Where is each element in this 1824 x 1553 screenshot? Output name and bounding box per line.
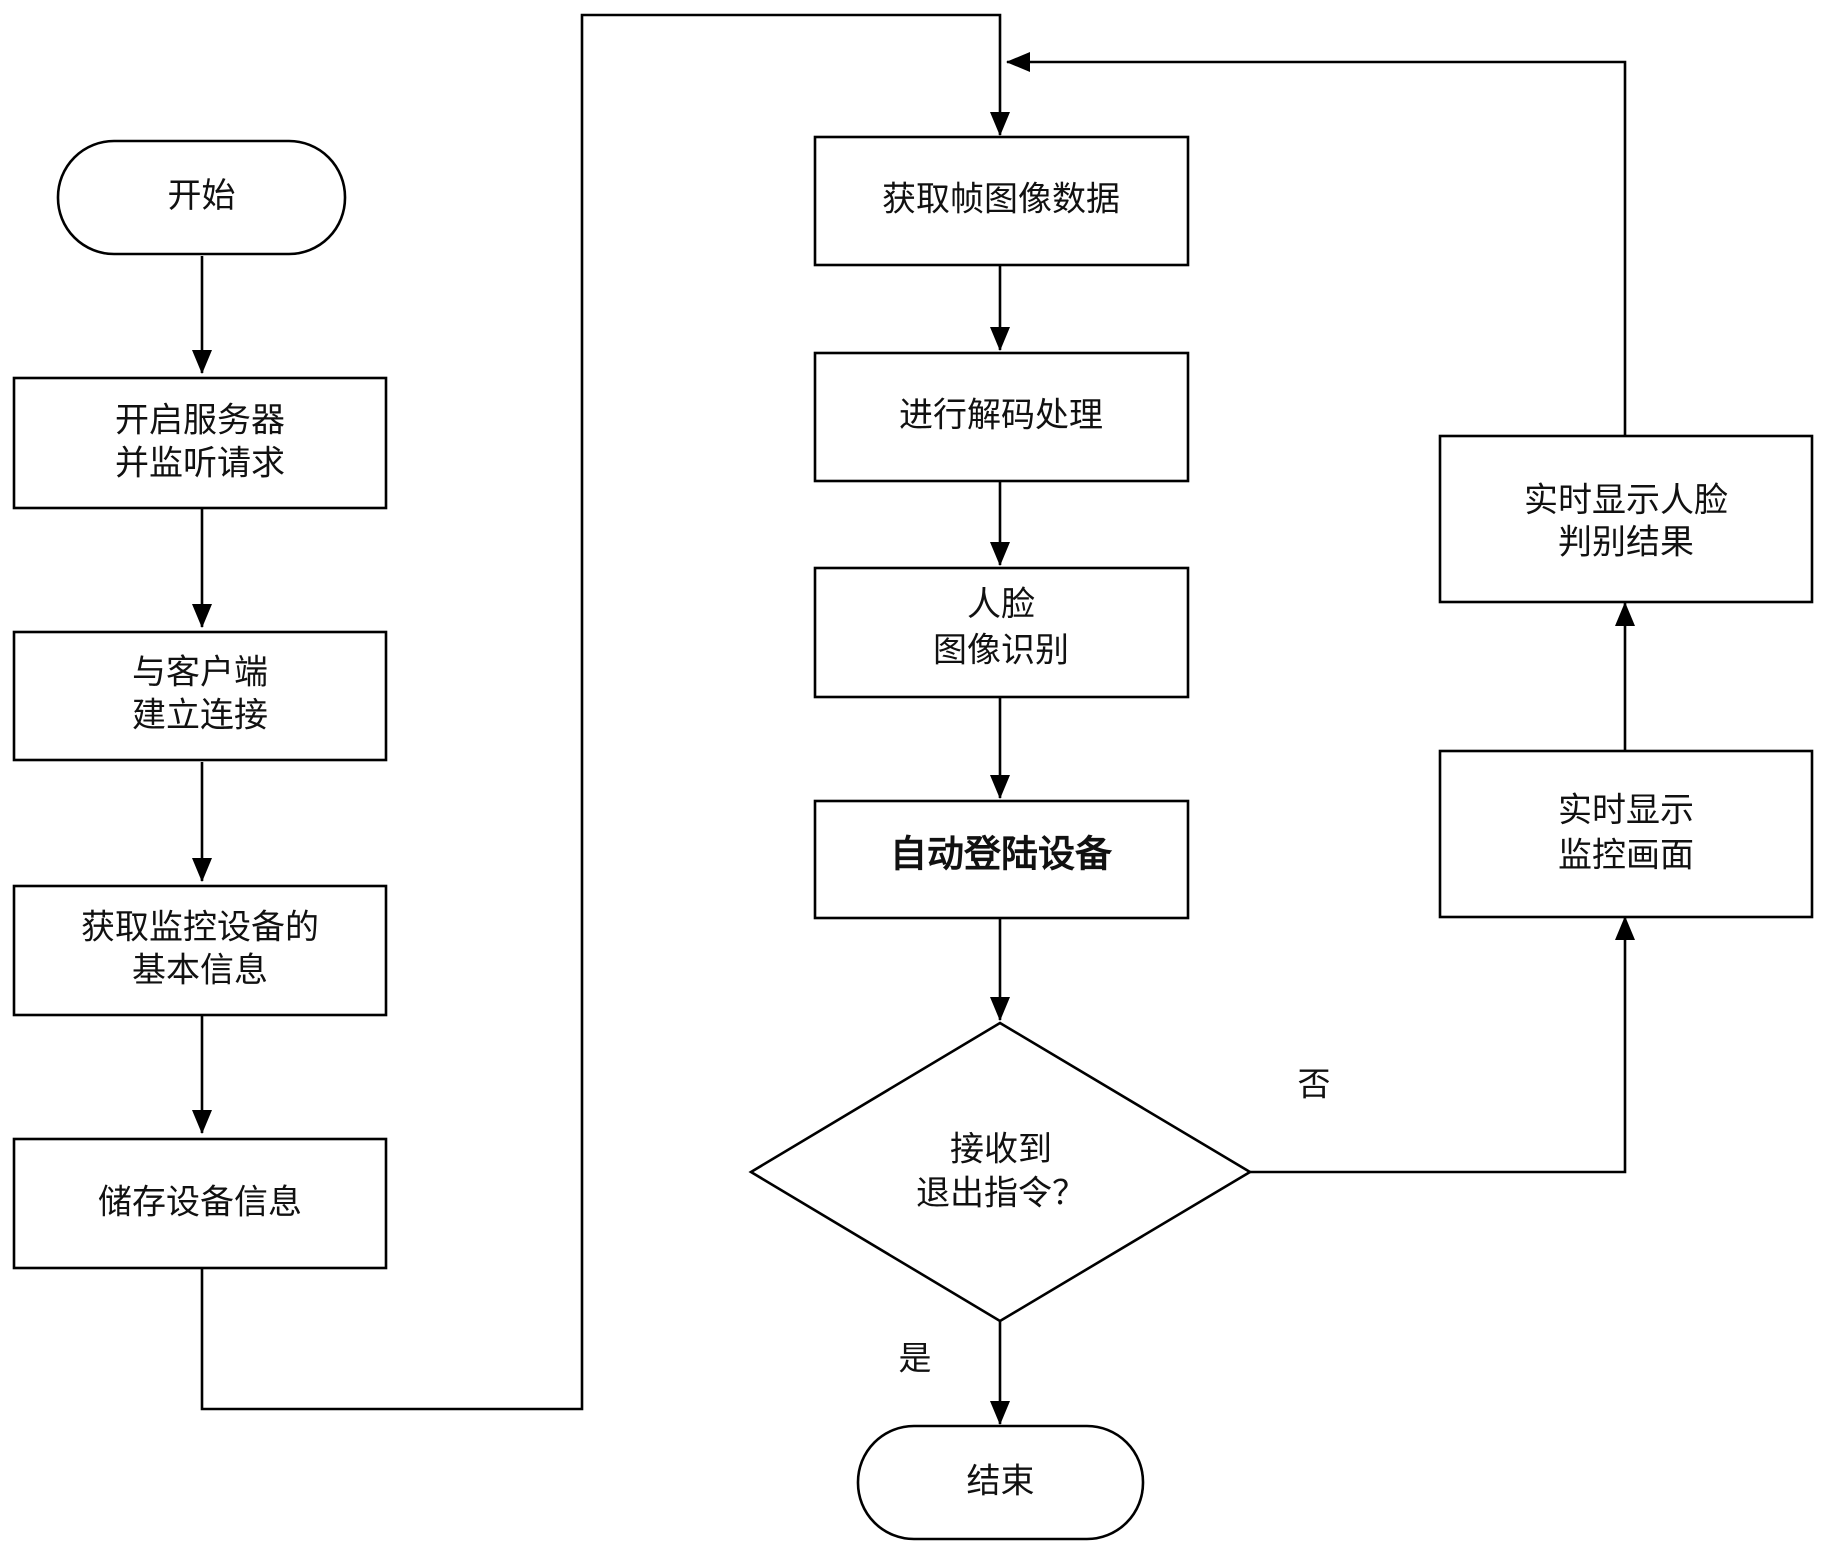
node-auto-login: 自动登陆设备 [813, 799, 1190, 920]
node-exit-decision-line1: 接收到 [950, 1130, 1052, 1170]
node-get-device-info-line1: 获取监控设备的 [81, 908, 319, 948]
node-end-label: 结束 [967, 1462, 1035, 1502]
node-get-frame: 获取帧图像数据 [813, 135, 1190, 267]
node-show-monitor: 实时显示 监控画面 [1438, 749, 1814, 919]
arrow-decision-no-to-monitor [1250, 916, 1635, 1174]
node-end: 结束 [856, 1424, 1145, 1541]
node-store-device-info: 储存设备信息 [12, 1137, 388, 1270]
arrow-face-result-loop-back [1006, 52, 1627, 435]
node-get-device-info-line2: 基本信息 [132, 951, 268, 991]
node-show-face-result-line2: 判别结果 [1558, 523, 1694, 563]
arrow-store-to-get-frame [200, 13, 1010, 1411]
node-face-recognition-line2: 图像识别 [933, 631, 1069, 671]
node-store-device-info-label: 储存设备信息 [98, 1183, 302, 1223]
node-get-device-info: 获取监控设备的 基本信息 [12, 884, 388, 1017]
node-show-monitor-line1: 实时显示 [1558, 791, 1694, 831]
branch-label-no: 否 [1298, 1065, 1331, 1104]
node-connect-client-line1: 与客户端 [132, 653, 268, 693]
node-start-server-line1: 开启服务器 [115, 401, 285, 441]
node-decode-label: 进行解码处理 [899, 396, 1103, 436]
node-show-face-result-line1: 实时显示人脸 [1524, 481, 1728, 521]
node-start-server-line2: 并监听请求 [115, 444, 285, 484]
node-get-frame-label: 获取帧图像数据 [882, 180, 1120, 220]
connector-lines [192, 13, 1635, 1425]
node-show-monitor-line2: 监控画面 [1558, 836, 1694, 876]
node-start: 开始 [56, 139, 347, 256]
node-connect-client-line2: 建立连接 [132, 696, 268, 736]
node-start-server: 开启服务器 并监听请求 [12, 376, 388, 510]
node-decode: 进行解码处理 [813, 351, 1190, 483]
branch-label-yes: 是 [899, 1339, 932, 1378]
node-exit-decision: 接收到 退出指令？ [748, 1021, 1253, 1323]
node-face-recognition-line1: 人脸 [967, 585, 1035, 625]
node-exit-decision-line2: 退出指令？ [916, 1174, 1086, 1214]
node-show-face-result: 实时显示人脸 判别结果 [1438, 434, 1814, 604]
node-auto-login-label: 自动登陆设备 [890, 833, 1113, 876]
node-start-label: 开始 [168, 176, 236, 216]
node-face-recognition: 人脸 图像识别 [813, 566, 1190, 699]
node-connect-client: 与客户端 建立连接 [12, 630, 388, 762]
